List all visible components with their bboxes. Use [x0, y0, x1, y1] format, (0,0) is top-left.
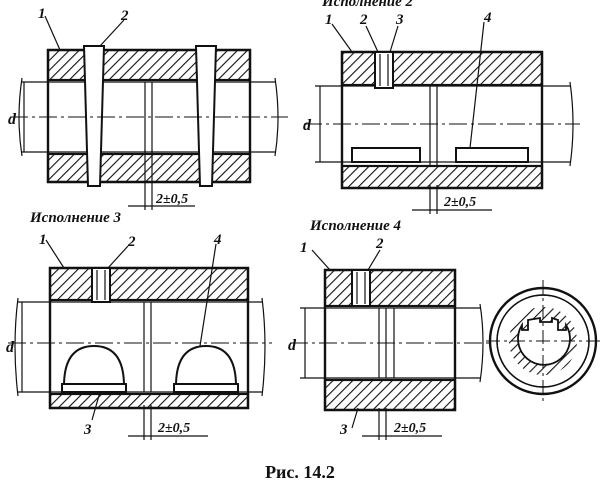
sleeve-outline — [48, 266, 250, 410]
sleeve-bottom-section — [46, 152, 252, 184]
view-2-heading: Исполнение 2 — [321, 0, 414, 10]
gap-label: 2±0,5 — [443, 195, 476, 210]
view-3-coupling-with-segment-keys: Исполнение 3 d 2±0,5 1 2 4 3 — [6, 210, 272, 440]
view-4-heading: Исполнение 4 — [309, 218, 402, 234]
leader-3 — [91, 391, 101, 421]
set-screw — [91, 267, 111, 303]
sleeve-top-section — [46, 48, 252, 82]
taper-pin-right — [194, 45, 218, 187]
shaft-break-left — [14, 297, 19, 397]
diameter-label: d — [303, 117, 312, 134]
taper-pin-left — [82, 45, 106, 187]
sleeve-bottom-section — [48, 392, 250, 410]
label-2: 2 — [120, 8, 129, 24]
shaft-break-right — [261, 297, 266, 397]
leader-1 — [311, 249, 331, 271]
leader-1 — [331, 23, 353, 53]
sleeve-outline — [323, 268, 457, 412]
diameter-label: d — [288, 337, 297, 354]
segment-key-right — [174, 344, 238, 387]
view-4-coupling-with-splined-bore: Исполнение 4 d 2±0,5 1 2 3 — [288, 218, 600, 440]
label-2: 2 — [375, 236, 384, 252]
label-1: 1 — [39, 232, 47, 248]
leader-3 — [351, 407, 359, 429]
label-1: 1 — [300, 240, 308, 256]
view-2-coupling-with-set-screw-and-keys: Исполнение 2 d 2±0,5 1 2 3 4 — [303, 0, 580, 214]
sleeve-top-section — [323, 268, 457, 308]
label-3: 3 — [395, 12, 404, 28]
gap-label: 2±0,5 — [393, 421, 426, 436]
end-view-splined-sleeve — [486, 280, 600, 402]
sleeve-top-section — [340, 50, 544, 87]
leader-4 — [199, 243, 217, 347]
figure-caption: Рис. 14.2 — [265, 462, 335, 482]
label-4: 4 — [213, 232, 222, 248]
sleeve-bottom-section — [340, 164, 544, 190]
set-screw — [351, 269, 371, 307]
leader-2 — [365, 25, 379, 53]
leader-1 — [45, 239, 65, 269]
sleeve-outline — [46, 48, 252, 184]
diameter-label: d — [6, 339, 15, 356]
shaft-break-right — [479, 303, 484, 383]
label-1: 1 — [38, 6, 46, 22]
label-2: 2 — [359, 12, 368, 28]
leader-1 — [44, 15, 61, 51]
leader-2 — [107, 245, 129, 269]
label-1: 1 — [325, 12, 333, 28]
gap-label: 2±0,5 — [155, 192, 188, 207]
leader-2 — [99, 19, 125, 47]
view-1-coupling-with-taper-pins: d 2±0,5 1 2 — [8, 6, 288, 210]
key-left — [351, 147, 421, 163]
sleeve-top-section — [48, 266, 250, 302]
label-3: 3 — [83, 422, 92, 438]
leader-4 — [469, 21, 485, 149]
leader-3 — [389, 25, 399, 53]
sleeve-outline — [340, 50, 544, 190]
segment-key-left — [62, 344, 126, 387]
label-3: 3 — [339, 422, 348, 438]
view-3-heading: Исполнение 3 — [29, 210, 122, 226]
label-4: 4 — [483, 10, 492, 26]
gap-label: 2±0,5 — [157, 421, 190, 436]
key-right — [455, 147, 529, 163]
set-screw — [374, 51, 394, 89]
sleeve-bottom-section — [323, 378, 457, 412]
label-2: 2 — [127, 234, 136, 250]
diameter-label: d — [8, 111, 17, 128]
leader-2 — [367, 249, 381, 271]
key-base-right — [173, 383, 239, 393]
key-base-left — [61, 383, 127, 393]
